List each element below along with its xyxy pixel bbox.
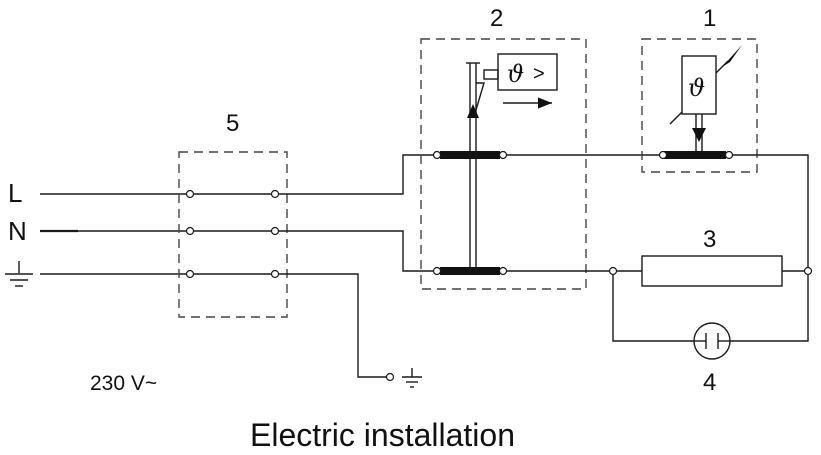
thermal-cutout-box (420, 38, 587, 290)
terminal (185, 189, 195, 199)
component-number-4: 4 (703, 369, 716, 396)
terminal (185, 226, 195, 236)
wire-lamp-left (612, 275, 694, 342)
wire-right-return (733, 154, 809, 271)
ground-icon (5, 261, 33, 287)
component-number-5: 5 (226, 110, 239, 137)
diagram-title: Electric installation (250, 417, 515, 453)
terminal (608, 266, 618, 276)
component-number-2: 2 (490, 5, 503, 32)
wire-lamp-right (730, 275, 809, 342)
indicator-lamp-icon (693, 322, 731, 360)
terminal-block-box (178, 151, 288, 318)
theta-symbol: ϑ (688, 74, 705, 102)
wire-L-out (279, 154, 437, 195)
terminal (803, 266, 813, 276)
thermal-cutout-contacts (432, 62, 508, 276)
line-label-N: N (8, 216, 27, 246)
wire-PE-out (279, 273, 386, 378)
theta-symbol: ϑ (507, 60, 524, 88)
temperature-limiter: ϑ (658, 45, 742, 160)
line-label-L: L (8, 178, 22, 208)
component-number-1: 1 (703, 5, 716, 32)
component-number-3: 3 (703, 226, 716, 253)
ground-icon (402, 368, 422, 388)
supply-voltage: 230 V~ (90, 372, 157, 395)
comparator-symbol: > (533, 63, 545, 85)
terminal (270, 269, 280, 279)
heating-element (641, 255, 783, 287)
temperature-limiter-box (641, 38, 758, 173)
terminal (185, 269, 195, 279)
terminal (385, 372, 395, 382)
terminal (270, 189, 280, 199)
thermal-sensor-box: ϑ > (483, 53, 558, 91)
terminal (270, 226, 280, 236)
wire-N-out (279, 230, 437, 272)
